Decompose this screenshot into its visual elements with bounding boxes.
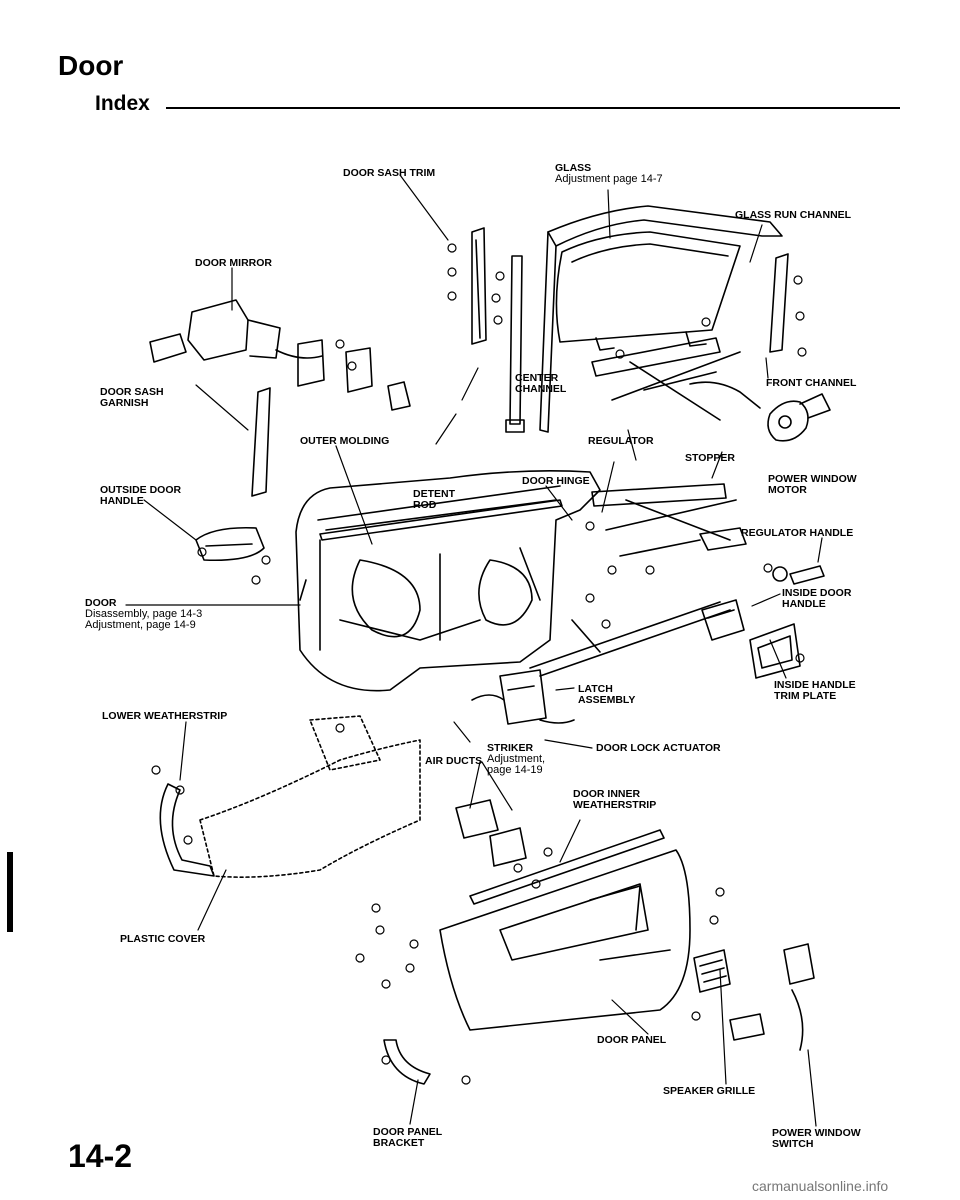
door-mirror [150,300,322,362]
label-door: DOOR Disassembly, page 14-3 Adjustment, … [85,598,202,631]
power-window-motor [768,394,830,441]
label-detent-rod: DETENT ROD [413,489,455,511]
label-door-name: DOOR [85,597,117,609]
label-glass: GLASS Adjustment page 14-7 [555,163,663,185]
label-striker-note-line2: page 14-19 [487,764,543,776]
title-rule [166,107,900,109]
label-door-inner-weatherstrip-line1: DOOR INNER [573,788,641,800]
label-air-ducts: AIR DUCTS [425,755,483,767]
door-inner-weatherstrip [470,830,664,904]
page-number: 14-2 [68,1138,133,1174]
label-glass-run-channel: GLASS RUN CHANNEL [735,209,852,221]
front-channel [770,254,788,352]
label-regulator-handle: REGULATOR HANDLE [741,527,854,539]
label-door-mirror: DOOR MIRROR [195,257,272,269]
label-inside-handle-trim-plate-line2: TRIM PLATE [774,690,837,702]
label-plastic-cover: PLASTIC COVER [120,933,206,945]
power-window-switch [730,944,814,1050]
label-detent-rod-line2: ROD [413,499,437,511]
inside-handle-trim-plate [750,624,800,678]
label-power-window-switch: POWER WINDOW SWITCH [772,1128,861,1150]
section-title: Index [95,92,150,115]
label-door-inner-weatherstrip-line2: WEATHERSTRIP [573,799,657,811]
door-shell [296,471,600,691]
page-title: Door [58,50,124,81]
label-speaker-grille: SPEAKER GRILLE [663,1085,756,1097]
plastic-cover [200,716,420,877]
door-panel [440,850,690,1030]
latch-assembly [472,670,574,724]
center-channel [506,256,524,432]
glass-run-channel [540,206,782,432]
label-door-lock-actuator: DOOR LOCK ACTUATOR [596,742,721,754]
label-stopper: STOPPER [685,452,735,464]
label-striker: STRIKER Adjustment, page 14-19 [487,743,545,776]
label-latch-assembly-line1: LATCH [578,683,613,695]
label-regulator: REGULATOR [588,435,654,447]
label-inside-handle-trim-plate: INSIDE HANDLE TRIM PLATE [774,680,856,702]
label-inside-door-handle: INSIDE DOOR HANDLE [782,588,851,610]
label-detent-rod-line1: DETENT [413,488,455,500]
label-inside-door-handle-line1: INSIDE DOOR [782,587,852,599]
label-glass-name: GLASS [555,162,592,174]
air-ducts [456,800,526,866]
label-outside-door-handle-line2: HANDLE [100,495,144,507]
control-rods [530,602,730,676]
label-glass-note: Adjustment page 14-7 [555,173,663,185]
fasteners [152,244,806,1084]
regulator-handle [773,566,824,584]
regulator [592,338,760,420]
outer-molding [320,500,562,540]
label-door-panel-bracket-line1: DOOR PANEL [373,1126,443,1138]
label-center-channel-line2: CHANNEL [515,383,567,395]
label-door-sash-trim: DOOR SASH TRIM [343,167,436,179]
label-door-hinge: DOOR HINGE [522,475,590,487]
label-power-window-motor-line2: MOTOR [768,484,807,496]
label-outside-door-handle-line1: OUTSIDE DOOR [100,484,182,496]
margin-tab-bar [7,852,13,932]
sash-garnish-pieces [252,340,410,496]
label-door-sash-garnish-line2: GARNISH [100,397,149,409]
leader-lines [126,175,822,1126]
label-outer-molding: OUTER MOLDING [300,435,390,447]
label-outside-door-handle: OUTSIDE DOOR HANDLE [100,485,181,507]
label-door-sash-garnish-line1: DOOR SASH [100,386,164,398]
label-power-window-switch-line1: POWER WINDOW [772,1127,861,1139]
label-door-panel-bracket-line2: BRACKET [373,1137,425,1149]
regulator-lower [592,484,746,556]
label-front-channel: FRONT CHANNEL [766,377,857,389]
label-power-window-switch-line2: SWITCH [772,1138,814,1150]
label-center-channel-line1: CENTER [515,372,559,384]
label-door-sash-garnish: DOOR SASH GARNISH [100,387,164,409]
label-door-note-adjustment: Adjustment, page 14-9 [85,619,196,631]
label-door-panel-bracket: DOOR PANEL BRACKET [373,1127,442,1149]
door-sash-trim [472,228,486,344]
speaker-grille [694,950,730,992]
label-inside-handle-trim-plate-line1: INSIDE HANDLE [774,679,856,691]
label-power-window-motor: POWER WINDOW MOTOR [768,474,857,496]
label-door-inner-weatherstrip: DOOR INNER WEATHERSTRIP [573,789,656,811]
outside-door-handle [196,528,264,561]
label-door-panel: DOOR PANEL [597,1034,667,1046]
label-power-window-motor-line1: POWER WINDOW [768,473,857,485]
lower-weatherstrip [160,784,214,876]
door-panel-bracket [384,1040,430,1084]
label-center-channel: CENTER CHANNEL [515,373,566,395]
label-latch-assembly: LATCH ASSEMBLY [578,684,635,706]
label-lower-weatherstrip: LOWER WEATHERSTRIP [102,710,228,722]
label-striker-name: STRIKER [487,742,534,754]
label-door-note-disassembly: Disassembly, page 14-3 [85,608,203,620]
label-latch-assembly-line2: ASSEMBLY [578,694,636,706]
window-glass [556,232,740,350]
label-inside-door-handle-line2: HANDLE [782,598,826,610]
watermark: carmanualsonline.info [752,1178,889,1194]
label-striker-note-line1: Adjustment, [487,753,546,765]
